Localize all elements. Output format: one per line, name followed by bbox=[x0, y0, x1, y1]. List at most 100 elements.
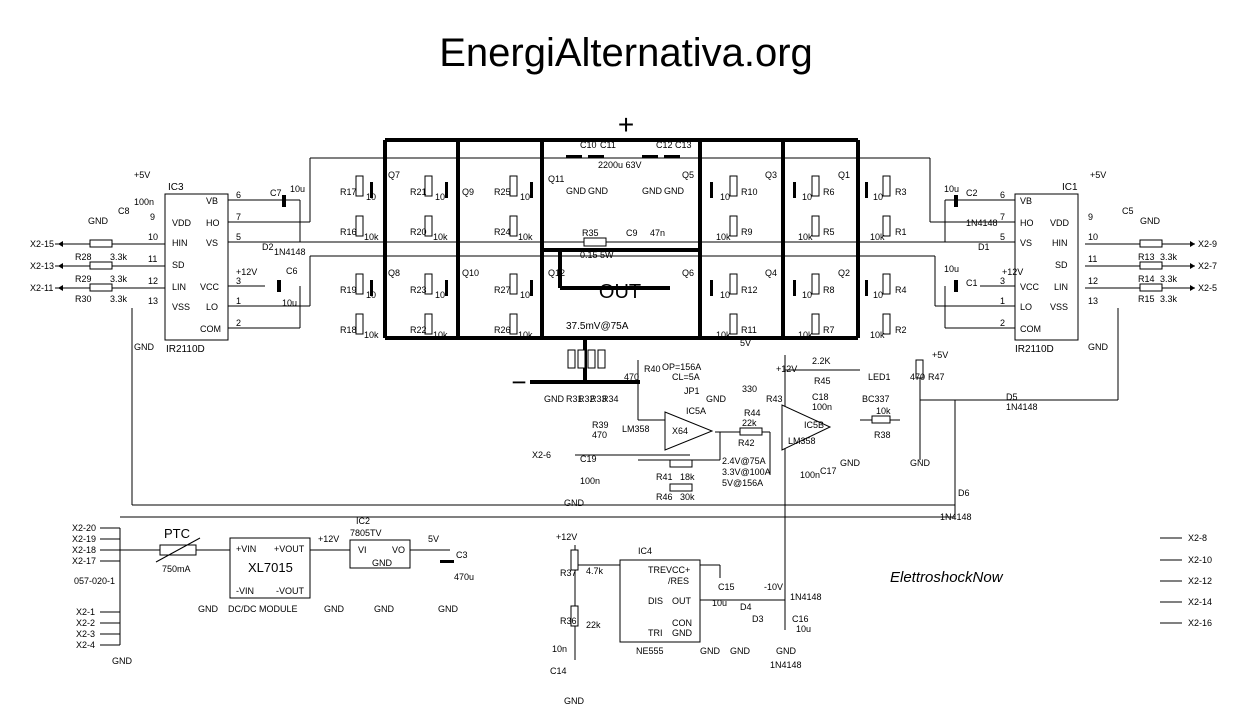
ic2-vo: VO bbox=[392, 545, 405, 555]
c11-ref: C11 bbox=[600, 140, 616, 150]
r14-ref: R14 bbox=[1138, 274, 1155, 284]
c18-val: 100n bbox=[812, 402, 832, 412]
conn-x2-6: X2-6 bbox=[532, 450, 551, 460]
r24-ref: R24 bbox=[494, 227, 511, 237]
xl-part: XL7015 bbox=[248, 560, 293, 575]
connectors-far-right: X2-8 X2-10 X2-12 X2-14 X2-16 bbox=[1160, 533, 1212, 628]
d3-ref: D3 bbox=[752, 614, 764, 624]
r39-val: 470 bbox=[592, 430, 607, 440]
r26-ref: R26 bbox=[494, 325, 511, 335]
xl-pvin: +VIN bbox=[236, 544, 256, 554]
r4-ref: R4 bbox=[895, 285, 907, 295]
site-title: EnergiAlternativa.org bbox=[439, 31, 813, 75]
r37-ref: R37 bbox=[560, 568, 577, 578]
ic3-num-3: 3 bbox=[236, 276, 241, 286]
ic3-driver: IC3 IR2110D VB HO VS VDD HIN SD LIN VSS … bbox=[148, 182, 241, 355]
conn-x2-20: X2-20 bbox=[72, 523, 96, 533]
ic5b-part: LM358 bbox=[788, 436, 816, 446]
r47-val: 470 bbox=[910, 372, 925, 382]
r25-ref: R25 bbox=[494, 187, 511, 197]
c1-ref: C1 bbox=[966, 278, 978, 288]
pull-val-6: 10k bbox=[870, 232, 885, 242]
bulk-capacitors: C10 C11 2200u 63V C12 C13 GND GND GND GN… bbox=[566, 140, 692, 332]
gate-val-4: 10 bbox=[720, 192, 730, 202]
ic2-regulator bbox=[349, 539, 411, 569]
xl7015-module bbox=[229, 537, 311, 599]
r35-val: 0.15 5W bbox=[580, 250, 614, 260]
conn-x2-16: X2-16 bbox=[1188, 618, 1212, 628]
c2-val: 10u bbox=[944, 184, 959, 194]
r28-val: 3.3k bbox=[110, 252, 128, 262]
ic4-gnd: GND bbox=[672, 628, 693, 638]
r14-val: 3.3k bbox=[1160, 274, 1178, 284]
gnd-c12: GND bbox=[642, 186, 663, 196]
gate-val-3: 10 bbox=[520, 192, 530, 202]
input-connectors-left: X2-15 X2-13 X2-11 R28 3.3k R29 3.3k R30 … bbox=[30, 170, 155, 352]
p5v-reg: 5V bbox=[428, 534, 439, 544]
ic1-num-7: 7 bbox=[1000, 212, 1005, 222]
ic5a-opamp bbox=[664, 411, 714, 451]
ic2-ref: IC2 bbox=[356, 516, 370, 526]
ic3-num-12: 12 bbox=[148, 276, 158, 286]
gate-val-5: 10 bbox=[802, 192, 812, 202]
ic4-out: OUT bbox=[672, 596, 692, 606]
ic1-num-10: 10 bbox=[1088, 232, 1098, 242]
c7-ref: C7 bbox=[270, 188, 282, 198]
ic3-pin-com: COM bbox=[200, 324, 221, 334]
d2-val: 1N4148 bbox=[274, 247, 306, 257]
conn-x2-12: X2-12 bbox=[1188, 576, 1212, 586]
sense-label: 37.5mV@75A bbox=[566, 321, 629, 332]
p5v-ic5: 5V bbox=[740, 338, 751, 348]
r19-ref: R19 bbox=[340, 285, 357, 295]
ic5a-part: LM358 bbox=[622, 424, 650, 434]
d-vert-val: 1N4148 bbox=[770, 660, 802, 670]
r29-ref: R29 bbox=[75, 274, 92, 284]
ic1-num-9: 9 bbox=[1088, 212, 1093, 222]
ic3-pin-ho: HO bbox=[206, 218, 220, 228]
c8-val: 100n bbox=[134, 197, 154, 207]
r45-val: 2.2K bbox=[812, 356, 831, 366]
r10-ref: R10 bbox=[741, 187, 758, 197]
xl-mvin: -VIN bbox=[236, 586, 254, 596]
conn-x2-5: X2-5 bbox=[1198, 283, 1217, 293]
c8-ref: C8 bbox=[118, 206, 130, 216]
ic3-num-13: 13 bbox=[148, 296, 158, 306]
r37-val: 4.7k bbox=[586, 566, 604, 576]
q4-ref: Q4 bbox=[765, 268, 777, 278]
ic3-pin-vdd: VDD bbox=[172, 218, 192, 228]
r15-val: 3.3k bbox=[1160, 294, 1178, 304]
conn-x2-19: X2-19 bbox=[72, 534, 96, 544]
c19-val: 100n bbox=[580, 476, 600, 486]
r43-ref: R43 bbox=[766, 394, 783, 404]
r8-ref: R8 bbox=[823, 285, 835, 295]
r40-val: 470 bbox=[624, 372, 639, 382]
c14-val: 10n bbox=[552, 644, 567, 654]
ic1-pin-vcc: VCC bbox=[1020, 282, 1040, 292]
q6-ref: Q6 bbox=[682, 268, 694, 278]
r1-ref: R1 bbox=[895, 227, 907, 237]
r18-ref: R18 bbox=[340, 325, 357, 335]
gate-val-9: 10 bbox=[520, 290, 530, 300]
ic3-pin-lin: LIN bbox=[172, 282, 186, 292]
ic3-num-10: 10 bbox=[148, 232, 158, 242]
xl-mvout: -VOUT bbox=[276, 586, 305, 596]
ic5a-gain: X64 bbox=[672, 426, 688, 436]
c10-ref: C10 bbox=[580, 140, 597, 150]
conn-x2-14: X2-14 bbox=[1188, 597, 1212, 607]
ic1-num-1: 1 bbox=[1000, 296, 1005, 306]
q11-ref: Q11 bbox=[548, 174, 564, 184]
c16-ref: C16 bbox=[792, 614, 809, 624]
r44-val: 330 bbox=[742, 384, 757, 394]
r12-ref: R12 bbox=[741, 285, 758, 295]
ic3-num-11: 11 bbox=[148, 254, 157, 264]
ic1-pin-vs: VS bbox=[1020, 238, 1032, 248]
r30-ref: R30 bbox=[75, 294, 92, 304]
r23-ref: R23 bbox=[410, 285, 427, 295]
r29-val: 3.3k bbox=[110, 274, 128, 284]
c1-val: 10u bbox=[944, 264, 959, 274]
r46-ref: R46 bbox=[656, 492, 673, 502]
ic3-ref: IC3 bbox=[168, 182, 184, 193]
r27-ref: R27 bbox=[494, 285, 511, 295]
xl-pvout: +VOUT bbox=[274, 544, 305, 554]
pull-val-4: 10k bbox=[716, 232, 731, 242]
